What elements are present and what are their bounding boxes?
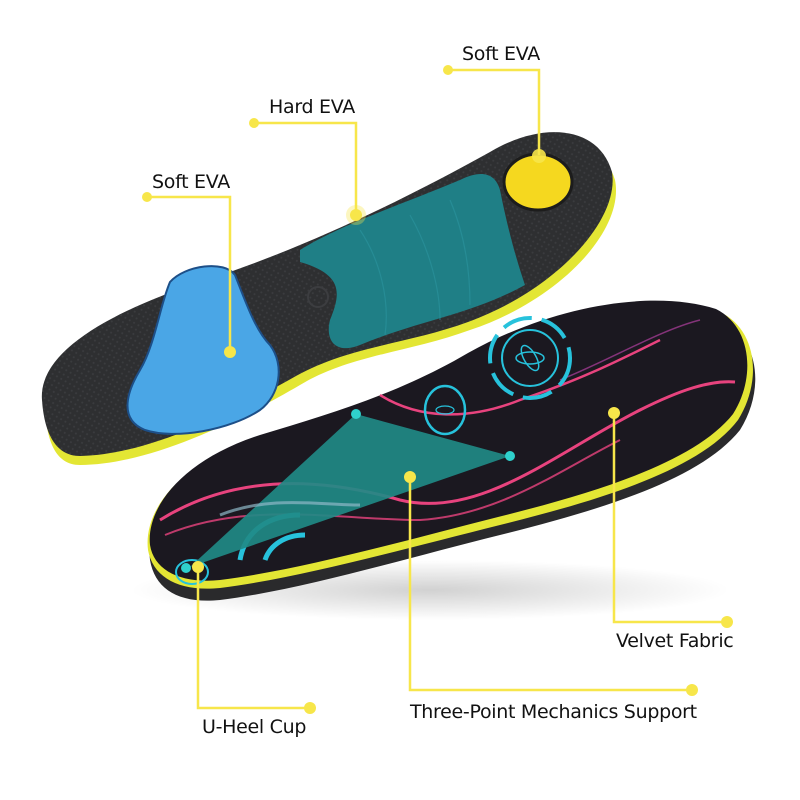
label-hard-eva: Hard EVA	[269, 96, 355, 118]
leader-hard-eva	[254, 121, 358, 215]
cyan-print-upper	[488, 316, 572, 400]
soft-eva-forefoot-region	[126, 265, 280, 435]
three-point-triangle	[190, 414, 510, 567]
bottom-insole	[147, 300, 756, 601]
leader-dots	[142, 65, 733, 714]
label-soft-eva-forefoot: Soft EVA	[152, 171, 230, 193]
label-three-point-support: Three-Point Mechanics Support	[410, 701, 697, 723]
leader-soft-eva-heel	[448, 68, 541, 155]
label-soft-eva-heel: Soft EVA	[462, 43, 540, 65]
cyan-print-middle	[423, 384, 467, 436]
label-velvet-fabric: Velvet Fabric	[616, 630, 734, 652]
leader-velvet-fabric	[612, 413, 727, 624]
top-insole	[41, 132, 617, 465]
label-u-heel-cup: U-Heel Cup	[202, 716, 307, 738]
leader-lines	[147, 68, 727, 710]
leader-u-heel-cup	[196, 567, 310, 710]
hard-eva-arch-region	[300, 174, 525, 349]
leader-soft-eva-forefoot	[147, 195, 232, 350]
leader-three-point	[408, 477, 692, 692]
